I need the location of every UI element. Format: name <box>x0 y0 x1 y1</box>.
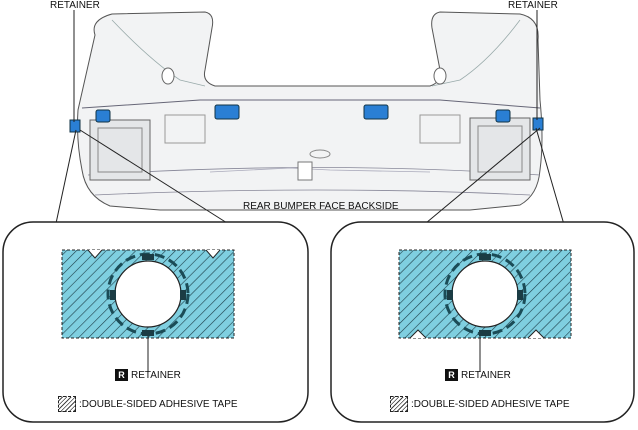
legend-tape-text-right: :DOUBLE-SIDED ADHESIVE TAPE <box>411 399 570 410</box>
r-badge-left: R <box>115 369 128 381</box>
legend-tape-icon-right <box>390 396 408 412</box>
label-bumper: REAR BUMPER FACE BACKSIDE <box>243 201 399 212</box>
legend-tape-icon-left <box>58 396 76 412</box>
r-badge-right: R <box>445 369 458 381</box>
label-retainer-left: RETAINER <box>50 0 100 11</box>
label-retainer-right: RETAINER <box>508 0 558 11</box>
rear-bumper-drawing <box>69 11 544 211</box>
adhesive-tape-right <box>398 249 572 339</box>
adhesive-tape-left <box>61 249 235 339</box>
label-detail-retainer-left: RETAINER <box>131 370 181 381</box>
label-detail-retainer-right: RETAINER <box>461 370 511 381</box>
legend-tape-text-left: :DOUBLE-SIDED ADHESIVE TAPE <box>79 399 238 410</box>
